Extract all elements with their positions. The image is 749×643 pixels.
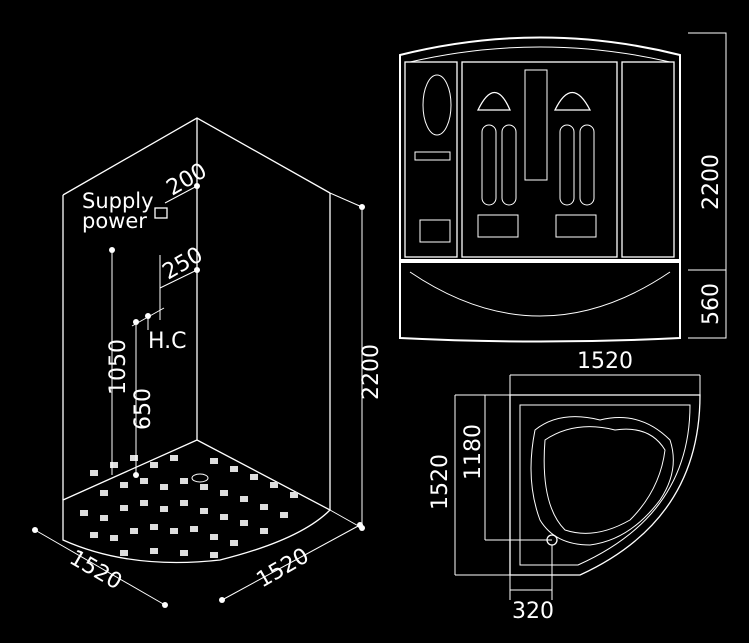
front-dim-2200-line: [688, 32, 727, 271]
front-left-panel: [404, 61, 458, 258]
plan-dim-inner-label: 1180: [461, 424, 486, 480]
plan-dim-outer-label: 1520: [428, 454, 453, 510]
supply-power-label-2: power: [82, 209, 147, 233]
front-dim-2200-label: 2200: [699, 154, 724, 210]
front-canopy: [399, 36, 681, 261]
dim-250-label: 250: [159, 243, 208, 286]
iso-drain: [191, 473, 209, 483]
plan-view: 1520 1520 1180 320: [428, 349, 701, 624]
plan-dim-top-label: 1520: [577, 349, 633, 374]
iso-top-edges: [62, 117, 331, 196]
supply-power-label-1: Supply: [82, 189, 154, 213]
dim-width-right-label: 1520: [253, 544, 314, 594]
dim-iso-2200-label: 2200: [359, 344, 384, 400]
dim-width-left-line: [34, 529, 166, 606]
hot-cold-label: H.C: [148, 329, 187, 354]
plan-outline: [509, 394, 701, 576]
front-mirror: [422, 74, 452, 136]
front-control-panel: [419, 219, 451, 243]
hot-cold-valves: [131, 307, 165, 336]
front-center-panel: [461, 61, 618, 258]
iso-shower-tray: [62, 439, 332, 564]
plan-tub-basin: [530, 416, 674, 546]
iso-tray-pattern: [80, 455, 298, 558]
front-shelf: [414, 151, 451, 161]
front-headrests: [476, 69, 592, 181]
dim-650-label: 650: [131, 388, 156, 430]
dim-width-right-line: [221, 524, 361, 601]
front-massage-jets: [477, 124, 597, 238]
plan-dim-drain-label: 320: [512, 599, 554, 624]
dim-1050-label: 1050: [106, 339, 131, 395]
isometric-view: Supply power 200 250 H.C 1050 650: [32, 117, 384, 608]
front-dim-560-label: 560: [699, 283, 724, 325]
front-tub-base: [399, 261, 681, 343]
front-right-panel: [621, 61, 675, 258]
dim-200-leader: [164, 185, 198, 204]
front-view: 2200 560: [399, 32, 727, 343]
dim-width-left-label: 1520: [65, 546, 126, 596]
supply-power-box: [154, 207, 168, 219]
dim-250-leader: [159, 269, 198, 289]
dim-200-label: 200: [163, 159, 212, 202]
front-dim-560-line: [688, 269, 727, 339]
